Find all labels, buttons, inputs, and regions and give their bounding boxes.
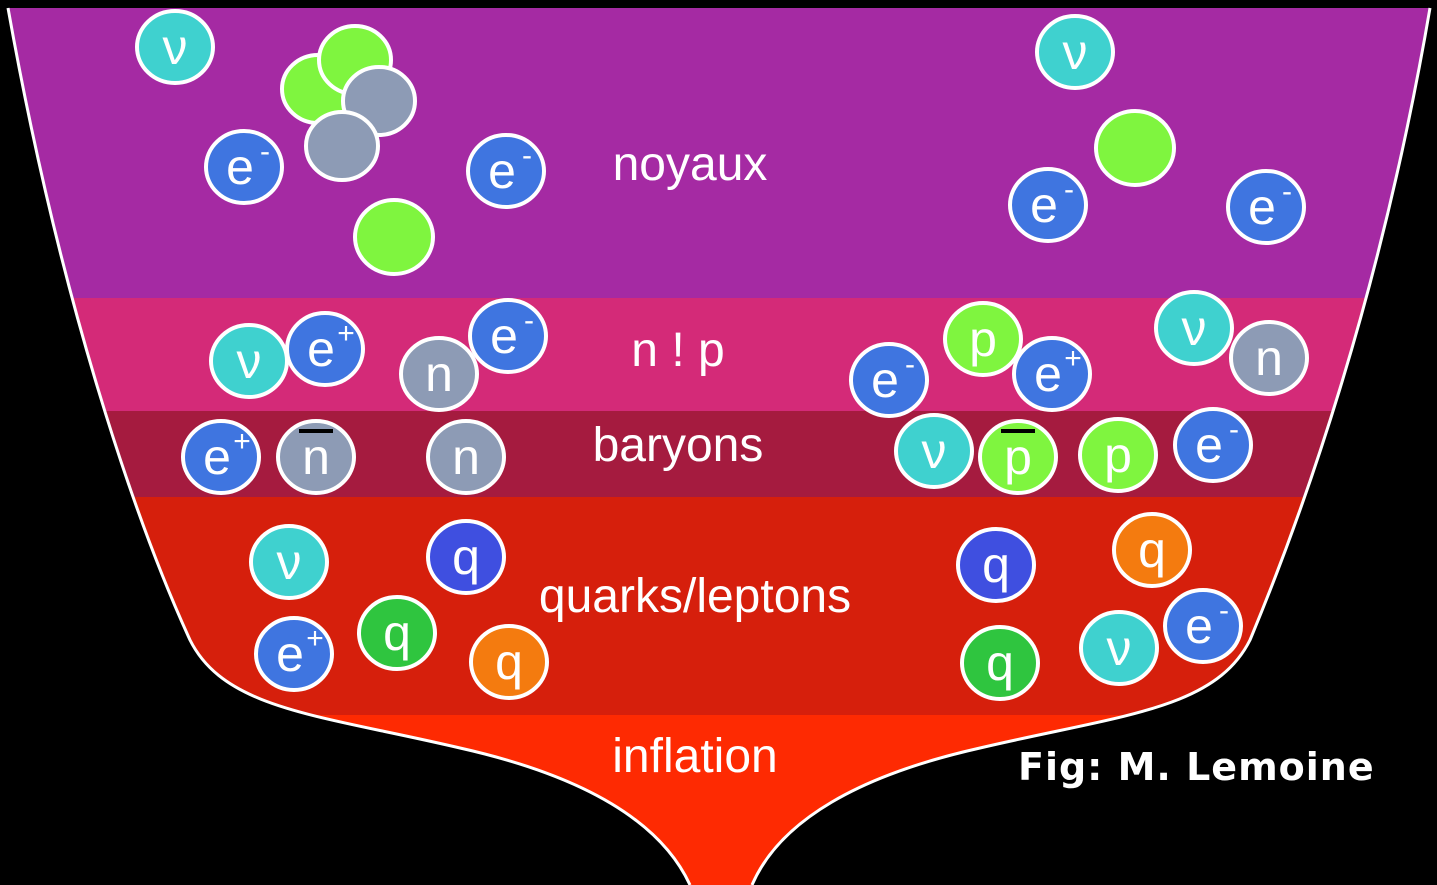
neutrino-particle: ν	[1035, 14, 1115, 90]
electron-particle: e+	[181, 419, 261, 495]
nucleus_green-particle	[1094, 109, 1176, 187]
electron-symbol: e	[871, 352, 899, 408]
band-label-inflation: inflation	[612, 730, 777, 783]
electron-symbol: e	[1030, 177, 1058, 233]
electron-symbol: e	[1034, 346, 1062, 402]
electron-symbol: e	[488, 143, 516, 199]
electron-particle: e-	[1008, 167, 1088, 243]
charge-minus-symbol: -	[905, 348, 915, 381]
proton-symbol: p	[1004, 429, 1032, 485]
electron-symbol: e	[276, 626, 304, 682]
electron-symbol: e	[490, 308, 518, 364]
quark-particle: q	[956, 527, 1036, 603]
quark-particle: q	[426, 519, 506, 595]
quark-symbol: q	[986, 635, 1014, 691]
proton-symbol: p	[969, 311, 997, 367]
neutrino-particle: ν	[249, 524, 329, 600]
electron-particle: e-	[468, 298, 548, 374]
charge-plus-symbol: +	[1064, 342, 1082, 375]
electron-symbol: e	[307, 321, 335, 377]
neutrino-symbol: ν	[1182, 300, 1207, 356]
neutrino-particle: ν	[135, 9, 215, 85]
neutron-nucleon	[304, 110, 380, 182]
nucleus-cluster	[280, 24, 417, 182]
neutrino-particle: ν	[1154, 290, 1234, 366]
neutrino-symbol: ν	[237, 333, 262, 389]
electron-particle: e-	[1173, 407, 1253, 483]
quark-particle: q	[1112, 512, 1192, 588]
band-label-noyaux: noyaux	[613, 138, 768, 191]
charge-minus-symbol: -	[1229, 413, 1239, 446]
quark-symbol: q	[495, 634, 523, 690]
electron-particle: e+	[1012, 336, 1092, 412]
neutrino-symbol: ν	[1107, 620, 1132, 676]
neutrino-particle: ν	[894, 413, 974, 489]
charge-minus-symbol: -	[522, 139, 532, 172]
neutron-particle: n	[399, 336, 479, 412]
neutron-particle: n	[1229, 320, 1309, 396]
nucleus_green-particle	[353, 198, 435, 276]
electron-symbol: e	[1248, 179, 1276, 235]
band-label-quarks-leptons: quarks/leptons	[539, 570, 851, 623]
neutrino-symbol: ν	[922, 423, 947, 479]
electron-symbol: e	[1195, 417, 1223, 473]
neutron-particle: n	[276, 419, 356, 495]
neutron-symbol: n	[425, 346, 453, 402]
funnel-outline	[6, 7, 1432, 885]
proton-symbol: p	[1104, 427, 1132, 483]
electron-particle: e+	[254, 616, 334, 692]
electron-symbol: e	[203, 429, 231, 485]
charge-minus-symbol: -	[1219, 594, 1229, 627]
quark-symbol: q	[982, 537, 1010, 593]
electron-particle: e-	[466, 133, 546, 209]
quark-symbol: q	[383, 605, 411, 661]
quark-symbol: q	[1138, 522, 1166, 578]
neutrino-particle: ν	[1079, 610, 1159, 686]
electron-particle: e-	[849, 342, 929, 418]
proton-particle: p	[1078, 417, 1158, 493]
band-label-baryons: baryons	[593, 419, 764, 472]
quark-particle: q	[469, 624, 549, 700]
neutrino-symbol: ν	[1063, 24, 1088, 80]
neutrino-particle: ν	[209, 323, 289, 399]
charge-plus-symbol: +	[337, 317, 355, 350]
charge-plus-symbol: +	[306, 622, 324, 655]
neutron-symbol: n	[302, 429, 330, 485]
electron-symbol: e	[226, 139, 254, 195]
charge-minus-symbol: -	[1064, 173, 1074, 206]
figure-credit: Fig: M. Lemoine	[1018, 745, 1375, 789]
electron-particle: e-	[1163, 588, 1243, 664]
electron-symbol: e	[1185, 598, 1213, 654]
charge-plus-symbol: +	[233, 425, 251, 458]
proton-particle: p	[978, 419, 1058, 495]
charge-minus-symbol: -	[260, 135, 270, 168]
neutron-symbol: n	[452, 429, 480, 485]
band-label-n-p: n ! p	[631, 324, 724, 377]
neutrino-symbol: ν	[163, 19, 188, 75]
electron-particle: e-	[1226, 169, 1306, 245]
electron-particle: e+	[285, 311, 365, 387]
charge-minus-symbol: -	[524, 304, 534, 337]
neutrino-symbol: ν	[277, 534, 302, 590]
quark-particle: q	[357, 595, 437, 671]
quark-symbol: q	[452, 529, 480, 585]
charge-minus-symbol: -	[1282, 175, 1292, 208]
neutron-particle: n	[426, 419, 506, 495]
proton-particle: p	[943, 301, 1023, 377]
neutron-symbol: n	[1255, 330, 1283, 386]
quark-particle: q	[960, 625, 1040, 701]
electron-particle: e-	[204, 129, 284, 205]
